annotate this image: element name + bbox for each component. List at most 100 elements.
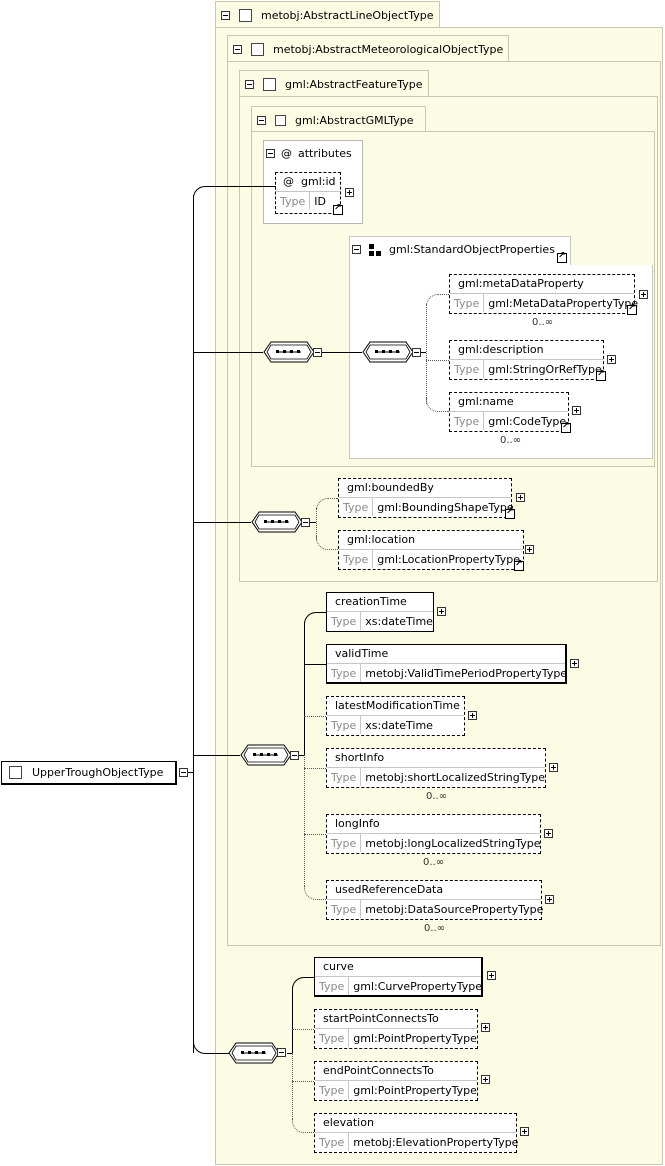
- expand-icon[interactable]: [572, 406, 581, 415]
- connector-line: [304, 716, 326, 717]
- sequence-compositor[interactable]: [240, 744, 292, 766]
- tab-abstract-line-object-type[interactable]: metobj:AbstractLineObjectType: [215, 1, 440, 28]
- tab-abstract-feature-type[interactable]: gml:AbstractFeatureType: [239, 70, 429, 97]
- checkbox-icon[interactable]: [251, 42, 264, 56]
- expand-icon[interactable]: [570, 659, 579, 668]
- expand-icon[interactable]: [481, 1023, 490, 1032]
- collapse-icon[interactable]: [277, 1048, 286, 1057]
- tab-abstract-meteorological-object-type[interactable]: metobj:AbstractMeteorologicalObjectType: [227, 35, 509, 62]
- connector-line: [426, 398, 449, 412]
- collapse-icon[interactable]: [221, 10, 230, 20]
- type-key: Type: [450, 412, 485, 430]
- element-name: gml:description: [458, 343, 544, 356]
- collapse-icon[interactable]: [313, 348, 322, 357]
- type-value: gml:MetaDataPropertyType: [488, 296, 639, 310]
- type-link-icon[interactable]: [627, 303, 637, 315]
- element-name: gml:metaDataProperty: [458, 277, 584, 290]
- connector-line: [188, 772, 193, 773]
- collapse-icon[interactable]: [245, 79, 254, 89]
- expand-icon[interactable]: [544, 829, 553, 838]
- collapse-icon[interactable]: [257, 115, 266, 125]
- sequence-compositor[interactable]: [228, 1042, 280, 1064]
- element-name: validTime: [335, 647, 389, 660]
- standard-props-header[interactable]: gml:StandardObjectProperties: [352, 243, 555, 256]
- type-value: gml:PointPropertyType: [353, 1083, 477, 1097]
- collapse-icon[interactable]: [290, 751, 299, 760]
- expand-icon[interactable]: [607, 355, 616, 364]
- checkbox-icon[interactable]: [9, 766, 22, 779]
- collapse-icon[interactable]: [352, 245, 361, 254]
- type-key: Type: [327, 664, 362, 682]
- type-value: metobj:ElevationPropertyType: [353, 1135, 519, 1149]
- tab-abstract-gml-type[interactable]: gml:AbstractGMLType: [251, 106, 426, 133]
- type-key: Type: [315, 1081, 350, 1099]
- checkbox-icon[interactable]: [239, 8, 252, 22]
- expand-icon[interactable]: [639, 290, 648, 299]
- collapse-icon[interactable]: [412, 348, 421, 357]
- expand-icon[interactable]: [520, 1127, 529, 1136]
- expand-icon[interactable]: [468, 711, 477, 720]
- collapse-icon[interactable]: [266, 149, 275, 158]
- connector-line: [304, 622, 305, 755]
- type-value: metobj:ValidTimePeriodPropertyType: [365, 666, 568, 680]
- panel-title: gml:AbstractGMLType: [295, 113, 414, 127]
- collapse-icon[interactable]: [179, 768, 188, 777]
- type-link-icon[interactable]: [333, 203, 343, 215]
- type-key: Type: [315, 1133, 350, 1151]
- connector-line: [316, 508, 317, 540]
- checkbox-icon[interactable]: [263, 77, 276, 91]
- attributes-header[interactable]: @ attributes: [266, 147, 352, 160]
- root-element[interactable]: UpperTroughObjectType: [1, 761, 177, 785]
- expand-icon[interactable]: [549, 763, 558, 772]
- type-value: xs:dateTime: [365, 718, 433, 732]
- type-link-icon[interactable]: [561, 421, 571, 433]
- type-link-icon[interactable]: [514, 559, 524, 571]
- type-key: Type: [450, 360, 485, 378]
- collapse-icon[interactable]: [233, 44, 242, 54]
- expand-icon[interactable]: [545, 895, 554, 904]
- type-value: gml:BoundingShapeType: [377, 500, 514, 514]
- at-icon: @: [281, 147, 292, 160]
- type-key: Type: [315, 977, 350, 995]
- element-name: endPointConnectsTo: [323, 1064, 434, 1077]
- element-name: shortInfo: [335, 751, 385, 764]
- element-name: creationTime: [335, 595, 407, 608]
- sequence-compositor[interactable]: [251, 511, 303, 533]
- element-name: latestModificationTime: [335, 699, 460, 712]
- expand-icon[interactable]: [437, 607, 446, 616]
- connector-line: [304, 664, 326, 665]
- group-title: gml:StandardObjectProperties: [389, 243, 555, 256]
- expand-icon[interactable]: [345, 188, 354, 197]
- sequence-compositor[interactable]: [362, 341, 414, 363]
- expand-icon[interactable]: [516, 493, 525, 502]
- type-link-icon[interactable]: [596, 369, 606, 381]
- expand-icon[interactable]: [481, 1075, 490, 1084]
- at-icon: @: [283, 175, 294, 188]
- sequence-compositor[interactable]: [263, 341, 315, 363]
- group-link-icon[interactable]: [557, 251, 567, 263]
- type-link-icon[interactable]: [505, 507, 515, 519]
- connector-line: [193, 1040, 229, 1054]
- collapse-icon[interactable]: [301, 518, 310, 527]
- checkbox-icon[interactable]: [275, 114, 286, 126]
- connector-line: [304, 834, 326, 835]
- expand-icon[interactable]: [525, 545, 534, 554]
- expand-icon[interactable]: [487, 971, 496, 980]
- connector-line: [193, 522, 251, 523]
